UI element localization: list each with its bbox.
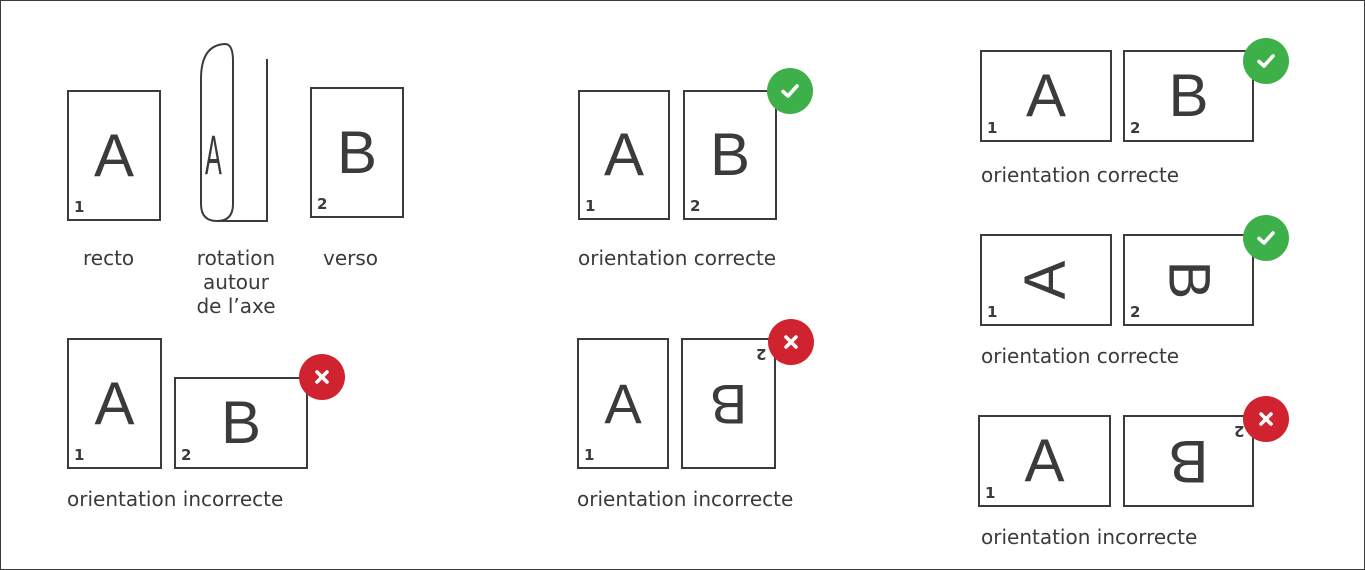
page-1: A 1 [67, 338, 162, 469]
page-number-upside-down: 2 [755, 345, 766, 363]
rotation-label-line: rotation [196, 246, 276, 270]
page-number: 2 [317, 195, 328, 213]
page-letter: A [1025, 62, 1067, 129]
rotation-label-line: autour [203, 270, 269, 294]
page-number: 1 [74, 198, 85, 216]
page-1: A 1 [577, 338, 669, 469]
page-letter-rotated: B [1156, 260, 1222, 300]
page-number: 1 [987, 303, 998, 321]
page-1: A 1 [578, 90, 670, 220]
page-letter: A [1024, 427, 1065, 494]
page-2: B 2 [1123, 50, 1254, 142]
cross-circle-icon [768, 319, 814, 365]
rotating-page: A [191, 39, 281, 224]
page-number-upside-down: 2 [1233, 422, 1244, 440]
orientation-label: orientation correcte [578, 246, 777, 270]
rotation-label: rotation autour de l’axe [181, 246, 291, 318]
page-letter-rotated: A [1013, 260, 1078, 300]
cross-circle-icon [299, 354, 345, 400]
page-letter-upside-down: B [709, 372, 748, 436]
page-number: 2 [1130, 119, 1141, 137]
page-number: 2 [1130, 303, 1141, 321]
page-curl-graphic [200, 42, 268, 222]
page-number: 1 [74, 446, 85, 464]
orientation-label: orientation correcte [981, 163, 1180, 187]
page-2: B 2 [681, 338, 776, 469]
page-2: B 2 [683, 90, 777, 220]
page-number: 1 [987, 119, 998, 137]
page-1: A 1 [980, 234, 1112, 326]
check-circle-icon [1243, 215, 1289, 261]
rotation-label-line: de l’axe [196, 294, 276, 318]
page-letter: A [94, 369, 135, 437]
page-letter: B [336, 118, 378, 186]
rotating-page-letter: A [205, 123, 222, 186]
orientation-label: orientation incorrecte [981, 525, 1198, 549]
check-circle-icon [767, 68, 813, 114]
recto-label: recto [83, 246, 135, 270]
page-number: 1 [584, 446, 595, 464]
page-2: B 2 [174, 377, 308, 469]
verso-page: B 2 [310, 87, 404, 218]
page-1: A 1 [978, 415, 1111, 507]
orientation-label: orientation incorrecte [577, 487, 794, 511]
verso-label: verso [323, 246, 379, 270]
page-letter: B [709, 121, 751, 188]
page-letter-upside-down: B [1168, 428, 1209, 495]
orientation-label: orientation correcte [981, 344, 1180, 368]
page-2: B 2 [1123, 415, 1254, 507]
check-circle-icon [1243, 38, 1289, 84]
page-number: 1 [585, 197, 596, 215]
page-letter: A [604, 371, 642, 435]
page-number: 1 [985, 484, 996, 502]
page-letter: A [93, 121, 135, 189]
recto-page: A 1 [67, 90, 161, 221]
page-number: 2 [181, 446, 192, 464]
page-number: 2 [690, 197, 701, 215]
page-letter: B [220, 389, 262, 456]
page-1: A 1 [980, 50, 1112, 142]
page-2: B 2 [1123, 234, 1254, 326]
page-letter: B [1168, 62, 1209, 129]
page-letter: A [603, 121, 645, 188]
cross-circle-icon [1243, 396, 1289, 442]
orientation-label: orientation incorrecte [67, 487, 284, 511]
